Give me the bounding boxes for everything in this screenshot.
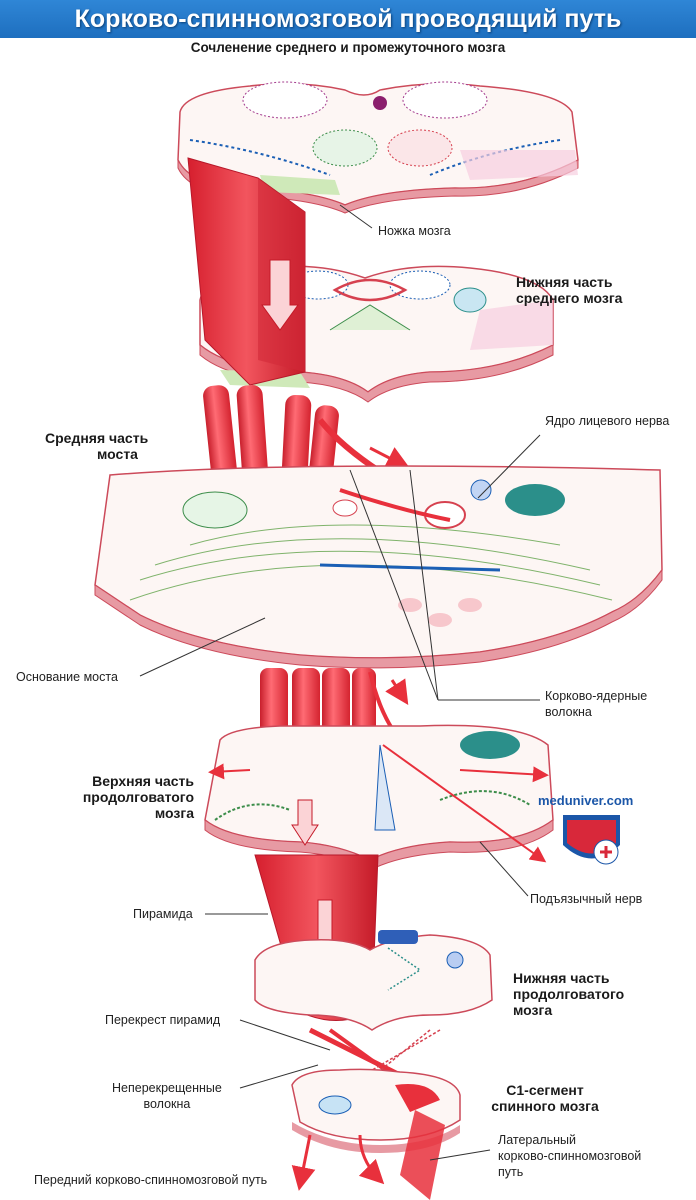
subtitle: Сочленение среднего и промежуточного моз…	[190, 40, 506, 55]
section-line: продолговатого	[513, 986, 625, 1002]
section-lower-midbrain: Нижняя часть среднего мозга	[516, 274, 622, 306]
label-line: Корково-ядерные	[545, 689, 648, 703]
section-line: Средняя часть	[45, 430, 149, 446]
slice-midbrain-junction	[177, 81, 579, 214]
label-line: путь	[498, 1165, 524, 1179]
label-line: корково-спинномозговой	[498, 1149, 642, 1163]
title-banner: Корково-спинномозговой проводящий путь	[0, 0, 696, 38]
label-hypoglossal-nerve: Подъязычный нерв	[530, 892, 643, 906]
label-line: Неперекрещенные	[112, 1081, 222, 1095]
page-title: Корково-спинномозговой проводящий путь	[74, 5, 622, 33]
slice-mid-pons	[94, 465, 663, 669]
leader-lines	[139, 204, 541, 1161]
peduncle-tract	[187, 157, 306, 386]
watermark: meduniver.com	[538, 793, 634, 808]
section-line: моста	[97, 446, 138, 462]
section-c1-segment: C1-сегмент спинного мозга	[475, 1082, 615, 1114]
section-lower-medulla: Нижняя часть продолговатого мозга	[513, 970, 624, 1018]
label-uncrossed-fibers: Неперекрещенные волокна	[112, 1080, 222, 1112]
section-line: среднего мозга	[516, 290, 623, 306]
slice-lower-medulla	[254, 930, 493, 1031]
section-mid-pons: Средняя часть моста	[45, 430, 148, 462]
slice-c1-segment	[291, 1068, 461, 1200]
section-line: мозга	[513, 1002, 553, 1018]
label-anterior-tract: Передний корково-спинномозговой путь	[34, 1173, 268, 1187]
slice-upper-medulla	[204, 724, 554, 871]
section-line: мозга	[154, 805, 194, 821]
section-upper-medulla: Верхняя часть продолговатого мозга	[78, 773, 194, 821]
label-pyramid: Пирамида	[133, 907, 193, 921]
section-line: Нижняя часть	[516, 274, 613, 290]
label-line: Латеральный	[498, 1133, 576, 1147]
section-line: продолговатого	[82, 789, 194, 805]
label-line: волокна	[143, 1097, 191, 1111]
section-line: Верхняя часть	[92, 773, 194, 789]
label-cerebral-peduncle: Ножка мозга	[378, 224, 451, 238]
label-lateral-tract: Латеральный корково-спинномозговой путь	[498, 1132, 641, 1180]
section-line: Нижняя часть	[513, 970, 610, 986]
label-corticonuclear-fibers: Корково-ядерные волокна	[545, 688, 647, 720]
label-basilar-pons: Основание моста	[16, 670, 118, 684]
meduniver-shield-icon	[563, 815, 620, 865]
section-line: C1-сегмент	[506, 1082, 584, 1098]
section-line: спинного мозга	[491, 1098, 599, 1114]
label-facial-nucleus: Ядро лицевого нерва	[545, 414, 670, 428]
label-pyramidal-decussation: Перекрест пирамид	[105, 1013, 221, 1027]
label-line: волокна	[545, 705, 592, 719]
